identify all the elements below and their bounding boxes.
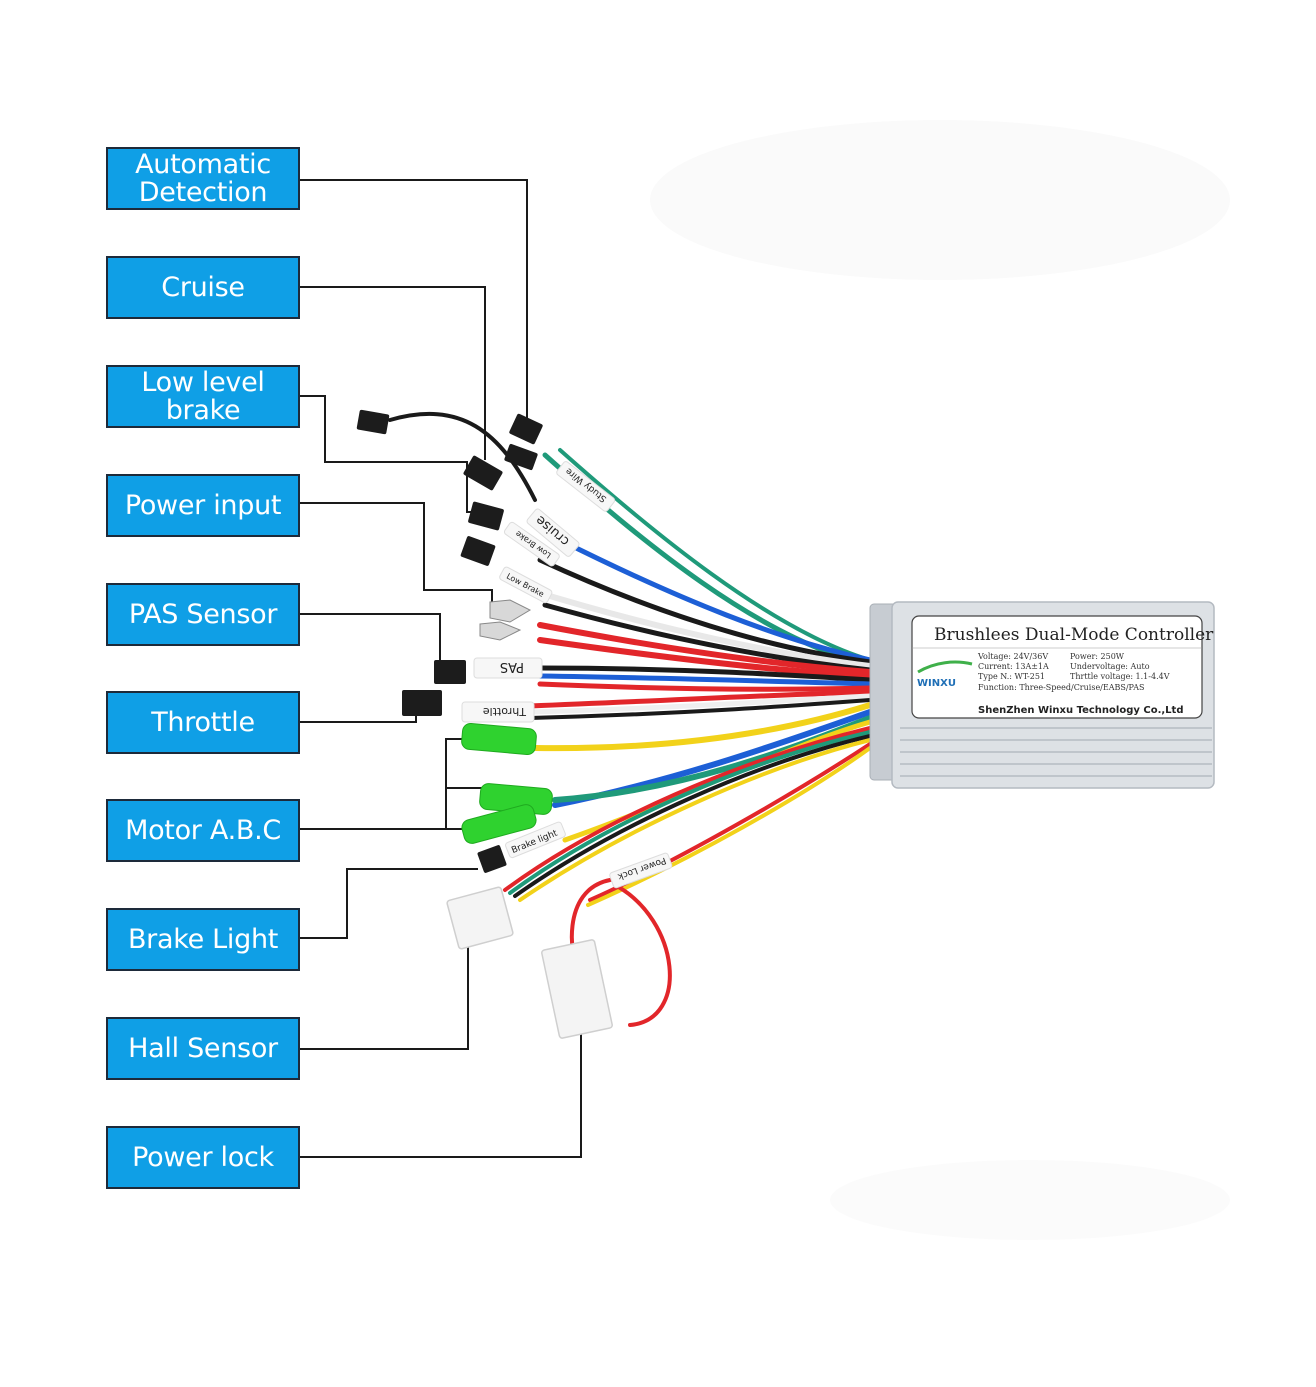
callout-label: PAS Sensor (128, 598, 278, 630)
leader-power-lock (300, 985, 582, 1158)
callout-brake-light: Brake Light (106, 908, 300, 971)
wire-black-cruise (537, 557, 873, 665)
connector-automatic-detection-2 (504, 443, 538, 471)
spec-throttle-voltage: Thrttle voltage: 1.1-4.4V (1070, 672, 1170, 681)
connector-automatic-detection (509, 413, 543, 445)
connector-low-brake (468, 501, 504, 531)
spec-function: Function: Three-Speed/Cruise/EABS/PAS (978, 683, 1144, 692)
background-glow (650, 120, 1230, 280)
spec-voltage: Voltage: 24V/36V (977, 652, 1048, 661)
connector-cruise (463, 455, 503, 491)
wire-blue-motor (552, 709, 873, 808)
leader-motor-abc (300, 738, 465, 830)
wire-blue-cruise (557, 537, 873, 663)
wire-red-hall (503, 726, 872, 892)
connector-hall-sensor (446, 886, 514, 950)
connector-power-input-1 (489, 599, 532, 623)
background-glow (830, 1160, 1230, 1240)
wire-yellow-lock (586, 746, 872, 907)
leader-brake-light (300, 868, 478, 939)
connector-pas (434, 660, 466, 684)
connector-throttle (402, 690, 442, 716)
controller-manufacturer: ShenZhen Winxu Technology Co.,Ltd (978, 705, 1184, 716)
wire-black-lowbrake (542, 602, 873, 673)
leader-pas-sensor (300, 613, 441, 668)
tag-pas-text: PAS (500, 659, 524, 674)
controller-fins (900, 727, 1212, 777)
callout-label: Power lock (132, 1141, 274, 1173)
callout-label: Brake Light (127, 923, 279, 955)
wire-red-power-2 (537, 637, 873, 679)
tag-power-lock: Power Lock (609, 852, 673, 889)
wire-white-lowbrake (527, 587, 873, 669)
callout-label: Motor A.B.C (125, 814, 281, 846)
wire-black-pas (537, 665, 873, 683)
leader-hall-sensor (300, 935, 469, 1050)
leader-automatic-detection (300, 179, 528, 418)
spec-type: Type N.: WT-251 (978, 672, 1045, 681)
wire-black-hall (513, 734, 872, 898)
connector-black-loop (356, 409, 390, 435)
callout-motor-abc: Motor A.B.C (106, 799, 300, 862)
wire-black-loop (388, 411, 537, 502)
wire-green-hall (508, 730, 872, 895)
controller-title: Brushlees Dual-Mode Controller (934, 625, 1214, 645)
controller-label (911, 615, 1203, 719)
winxu-logo: WINXU (917, 678, 956, 689)
connector-motor-c (461, 804, 537, 844)
callout-power-lock: Power lock (106, 1126, 300, 1189)
leader-throttle (300, 712, 417, 723)
wire-green-study-2 (558, 448, 872, 662)
spec-current: Current: 13A±1A (978, 662, 1049, 671)
leader-cruise (300, 286, 486, 460)
connector-motor-a (461, 722, 537, 756)
tag-throttle: Throttle (461, 701, 535, 723)
wire-blue-pas (537, 673, 873, 687)
wire-yellow-motor (532, 702, 873, 752)
tag-low-brake-2: Low Brake (499, 566, 553, 604)
wire-red-power (537, 622, 873, 675)
callout-throttle: Throttle (106, 691, 300, 754)
connector-brake-light (477, 845, 507, 873)
callout-cruise: Cruise (106, 256, 300, 319)
callout-label: Power input (124, 489, 282, 521)
callout-hall-sensor: Hall Sensor (106, 1017, 300, 1080)
connector-power-input-2 (479, 621, 522, 641)
callout-label: Hall Sensor (128, 1032, 278, 1064)
callout-label: Cruise (161, 271, 245, 303)
tag-throttle-text: Throttle (483, 705, 527, 718)
connector-low-brake-2 (460, 536, 496, 566)
wire-yellow-hall (518, 738, 872, 902)
connector-power-lock (541, 939, 613, 1039)
tag-study-wire: Study Wire (556, 461, 616, 512)
spec-power: Power: 250W (1070, 652, 1125, 661)
wire-black-throttle (528, 698, 872, 720)
wire-red-pas (537, 681, 873, 692)
leader-low-level-brake (300, 395, 478, 513)
callout-label: Throttle (151, 706, 255, 738)
callout-power-input: Power input (106, 474, 300, 537)
spec-undervoltage: Undervoltage: Auto (1070, 662, 1150, 671)
winxu-logo-swoosh (917, 660, 973, 674)
tag-pas: PAS (473, 657, 543, 679)
callout-pas-sensor: PAS Sensor (106, 583, 300, 646)
wire-white-throttle (527, 693, 873, 715)
leader-power-input (300, 502, 493, 612)
controller: Brushlees Dual-Mode Controller WINXU Vol… (869, 601, 1215, 789)
wire-red-throttle (527, 689, 873, 709)
